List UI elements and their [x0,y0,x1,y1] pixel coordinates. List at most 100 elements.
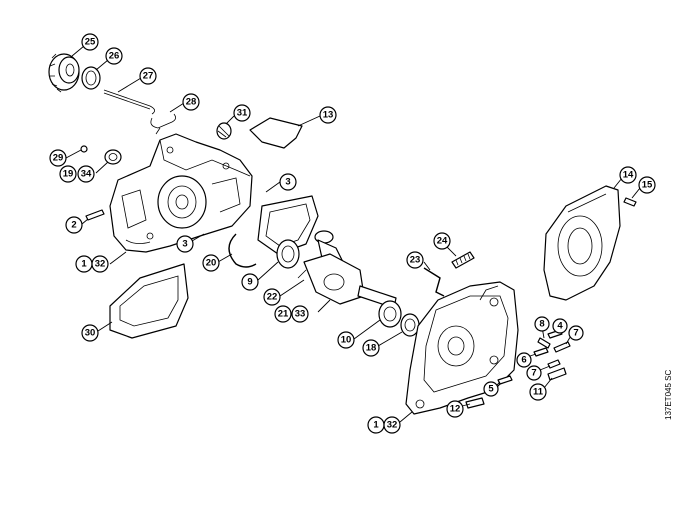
callout-30: 30 [81,324,99,342]
svg-text:34: 34 [81,169,92,180]
svg-text:25: 25 [85,37,96,48]
part-lever-drawing [423,267,445,297]
part-washer-drawing [81,66,101,90]
callout-8: 8 [534,316,550,332]
callout-12: 12 [446,400,464,418]
callout-13: 13 [319,106,337,124]
svg-text:29: 29 [53,153,64,164]
part-screw-7a-drawing [553,341,571,353]
part-seal-drawing [104,149,122,165]
svg-text:3: 3 [182,239,187,250]
part-rod-drawing [103,89,155,115]
callout-21: 21 [274,305,292,323]
callout-24: 24 [433,232,451,250]
svg-text:32: 32 [387,420,398,431]
part-screw-8-drawing [537,337,551,349]
callout-6: 6 [516,352,532,368]
part-plug-drawing [80,145,88,153]
callout-5: 5 [483,381,499,397]
part-cover-right-drawing [543,185,621,301]
svg-text:12: 12 [450,404,461,415]
callout-1-left: 1 [75,255,93,273]
svg-text:15: 15 [642,180,653,191]
svg-text:8: 8 [539,319,544,330]
callout-4: 4 [552,318,568,334]
callout-9: 9 [241,273,259,291]
svg-text:14: 14 [623,170,634,181]
callout-20: 20 [202,254,220,272]
part-circlip-drawing [228,233,257,268]
svg-text:1: 1 [373,420,379,431]
callout-1-right: 1 [367,416,385,434]
svg-text:9: 9 [247,277,252,288]
part-grommet-drawing [216,122,232,140]
svg-text:24: 24 [437,236,448,247]
svg-text:4: 4 [557,321,563,332]
callout-10: 10 [337,331,355,349]
svg-text:13: 13 [323,110,334,121]
callout-2: 2 [65,216,83,234]
callout-15: 15 [638,176,656,194]
part-sprocket-drawing [48,53,80,93]
svg-text:7: 7 [573,328,578,339]
part-screw-cover-drawing [623,197,637,207]
part-bolt-11-drawing [547,367,567,381]
svg-text:27: 27 [143,71,154,82]
svg-text:22: 22 [267,292,278,303]
part-crankshaft-drawing [297,230,397,309]
part-crankcase-left-drawing [109,133,253,253]
svg-text:2: 2 [71,220,76,231]
callout-19: 19 [59,165,77,183]
svg-text:1: 1 [81,259,87,270]
callout-11: 11 [529,383,547,401]
svg-text:20: 20 [206,258,217,269]
part-crankcase-right-drawing [405,281,519,415]
part-bolt-left-drawing [85,209,105,221]
part-screw-6-drawing [533,347,549,357]
callout-33: 33 [291,305,309,323]
callout-26: 26 [105,47,123,65]
part-gasket-drawing [257,195,319,255]
svg-text:5: 5 [488,384,494,395]
callout-32-right: 32 [383,416,401,434]
svg-text:31: 31 [237,108,248,119]
callout-27: 27 [139,67,157,85]
leader-lines [65,45,641,423]
svg-text:10: 10 [341,335,352,346]
part-gasket-lower-drawing [109,263,189,339]
svg-text:3: 3 [285,177,290,188]
svg-text:32: 32 [95,259,106,270]
part-bearing-right-drawing [378,300,402,328]
callout-29: 29 [49,149,67,167]
callout-7-lower: 7 [526,365,542,381]
svg-text:7: 7 [531,368,536,379]
callout-28: 28 [182,93,200,111]
svg-text:30: 30 [85,328,96,339]
part-screw-7b-drawing [547,359,561,369]
callout-34: 34 [77,165,95,183]
callout-3-upper: 3 [279,173,297,191]
part-spring-drawing [451,251,475,269]
svg-text:19: 19 [63,169,74,180]
svg-text:26: 26 [109,51,120,62]
callout-23: 23 [406,251,424,269]
svg-text:33: 33 [295,309,306,320]
callout-31: 31 [233,104,251,122]
svg-text:6: 6 [521,355,526,366]
callout-3-lower: 3 [176,235,194,253]
part-clip-drawing [150,113,176,135]
part-bolt-12-drawing [465,397,485,409]
callout-25: 25 [81,33,99,51]
callout-22: 22 [263,288,281,306]
figure-code: 137ET045 SC [664,369,673,420]
svg-text:28: 28 [186,97,197,108]
callout-18: 18 [362,339,380,357]
svg-text:23: 23 [410,255,421,266]
callout-32-left: 32 [91,255,109,273]
callout-7-upper: 7 [568,325,584,341]
svg-text:11: 11 [533,387,544,398]
svg-text:18: 18 [366,343,377,354]
callout-14: 14 [619,166,637,184]
part-bearing-left-drawing [276,239,300,269]
